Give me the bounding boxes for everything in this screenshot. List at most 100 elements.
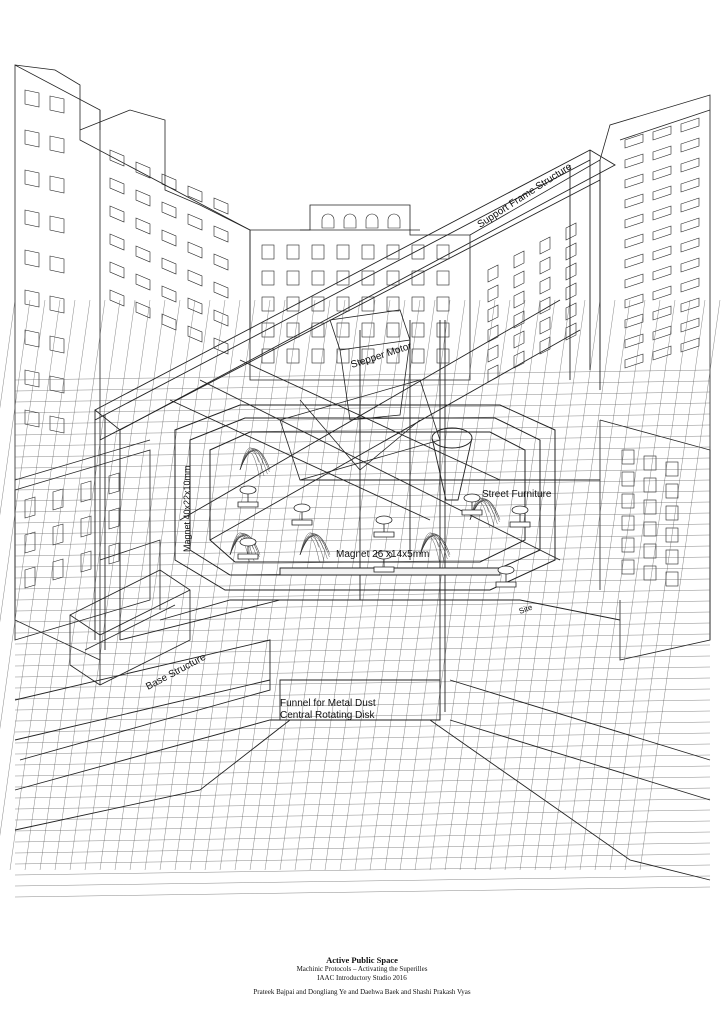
paving-line [249, 299, 331, 871]
window [513, 250, 525, 269]
window [109, 205, 125, 223]
drawing-subtitle: Machinic Protocols – Activating the Supe… [296, 965, 428, 973]
window [24, 209, 40, 228]
paving-line [14, 545, 711, 557]
window [539, 256, 551, 275]
window [49, 295, 65, 314]
paving-line [234, 299, 316, 871]
window [311, 322, 325, 338]
window [187, 241, 203, 259]
window [361, 244, 375, 260]
field-line [239, 451, 265, 477]
paving-line [14, 479, 711, 491]
label-magnet-vertical: Magnet 40x22x10mm [182, 465, 192, 552]
window [52, 558, 64, 581]
window [386, 244, 400, 260]
window [513, 270, 525, 289]
paving-line [14, 589, 711, 601]
window [187, 213, 203, 231]
label-street-furniture: Street Furniture [482, 489, 552, 500]
paving-line [14, 369, 711, 381]
window [49, 215, 65, 234]
window [652, 205, 672, 221]
window [665, 571, 679, 587]
window [680, 277, 700, 293]
window [624, 253, 644, 269]
window [24, 566, 36, 589]
paving-line [609, 299, 691, 871]
paving-line [0, 299, 31, 516]
window [108, 542, 120, 565]
street-furniture-unit [495, 565, 517, 588]
window [487, 324, 499, 343]
window [161, 229, 177, 247]
window [386, 270, 400, 286]
window [624, 133, 644, 149]
window [665, 461, 679, 477]
field-line [299, 536, 325, 562]
window [411, 296, 425, 312]
paving-line [384, 299, 466, 871]
window [24, 369, 40, 388]
paving-line [14, 622, 711, 634]
window [436, 296, 450, 312]
paving-line [39, 299, 121, 871]
window [624, 273, 644, 289]
window [643, 565, 657, 581]
window [49, 375, 65, 394]
window [565, 262, 577, 281]
window [652, 305, 672, 321]
window [52, 488, 64, 511]
window [565, 242, 577, 261]
window [621, 515, 635, 531]
paving-line [14, 798, 711, 810]
paving-line [14, 424, 711, 436]
window [565, 302, 577, 321]
left-buildings [14, 64, 251, 661]
window [361, 322, 375, 338]
window [624, 333, 644, 349]
paving-line [99, 299, 181, 871]
paving-line [14, 732, 711, 744]
street-furniture-unit [373, 550, 395, 573]
window [24, 409, 40, 428]
label-funnel: Funnel for Metal Dust [280, 698, 376, 709]
paving-line [14, 446, 711, 458]
left-windows [24, 89, 229, 589]
window [621, 559, 635, 575]
window [436, 270, 450, 286]
window [665, 483, 679, 499]
window [513, 310, 525, 329]
window [411, 244, 425, 260]
paving-line [14, 600, 711, 612]
window [187, 325, 203, 343]
window [565, 222, 577, 241]
paving-line [204, 299, 286, 871]
base-structure [69, 539, 191, 686]
window [539, 336, 551, 355]
paving-line [0, 299, 76, 836]
window [161, 173, 177, 191]
right-windows [487, 117, 700, 587]
window [213, 309, 229, 327]
window [665, 505, 679, 521]
window [161, 285, 177, 303]
street-furniture-unit [237, 537, 259, 560]
paving-line [144, 299, 226, 871]
window [109, 177, 125, 195]
window [80, 480, 92, 503]
paving-line [354, 299, 436, 871]
paving-line [294, 299, 376, 871]
paving-line [129, 299, 211, 871]
window [680, 257, 700, 273]
arched-window [321, 213, 335, 229]
window [109, 289, 125, 307]
window [665, 527, 679, 543]
window [49, 95, 65, 114]
paving-line [69, 299, 151, 871]
window [652, 125, 672, 141]
paving-line [324, 299, 406, 871]
window [286, 244, 300, 260]
window [286, 296, 300, 312]
rear-building [249, 204, 471, 381]
